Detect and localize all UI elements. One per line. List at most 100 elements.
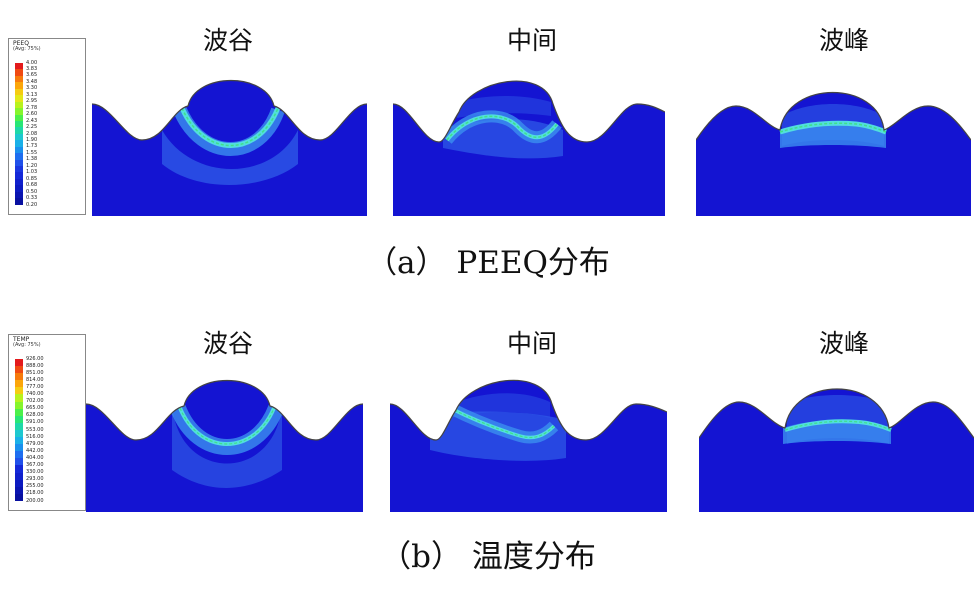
legend-value-label: 2.08 (26, 130, 38, 137)
legend-color-band (15, 178, 23, 186)
legend-color-band (15, 359, 23, 367)
legend-color-band (15, 394, 23, 402)
legend-color-band (15, 108, 23, 115)
legend-color-band (15, 366, 23, 374)
legend-color-band (15, 373, 23, 381)
legend-value-label: 2.78 (26, 104, 38, 111)
legend-color-band (15, 198, 23, 205)
legend-color-band (15, 387, 23, 395)
legend-color-band (15, 146, 23, 154)
legend-color-band (15, 133, 23, 141)
legend-value-label: 3.48 (26, 78, 38, 85)
legend-color-band (15, 479, 23, 487)
temp-panel-crest (699, 388, 974, 512)
legend-color-band (15, 401, 23, 409)
panel-title-valley: 波谷 (202, 26, 253, 55)
caption-peeq: （a） PEEQ分布 (366, 245, 610, 281)
legend-value-label: 1.73 (26, 143, 38, 150)
legend-color-band (15, 493, 23, 501)
legend-variable-name: TEMP (13, 336, 30, 343)
legend-value-label: 740.00 (26, 391, 44, 397)
legend-value-label: 814.00 (26, 376, 44, 383)
caption-temperature: （b） 温度分布 (380, 539, 596, 575)
legend-color-band (15, 451, 23, 459)
legend-value-label: 442.00 (26, 447, 44, 454)
legend-color-band (15, 127, 23, 134)
legend-value-label: 255.00 (26, 483, 44, 490)
legend-value-label: 1.90 (26, 136, 38, 143)
legend-color-band (15, 429, 23, 438)
legend-value-label: 1.20 (26, 162, 38, 169)
legend-color-band (15, 140, 23, 147)
legend-color-band (15, 408, 23, 416)
legend-color-band (15, 166, 23, 173)
legend-value-label: 2.60 (26, 111, 38, 118)
temp-panel-valley (86, 379, 363, 512)
panel-title-middle: 中间 (506, 329, 557, 358)
legend-color-band (15, 88, 23, 96)
legend-color-band (15, 63, 23, 70)
legend-color-band (15, 465, 23, 473)
legend-value-label: 851.00 (26, 369, 44, 376)
legend-color-band (15, 153, 23, 160)
legend-subtitle: (Avg: 75%) (13, 46, 41, 52)
peeq-panel-middle (393, 80, 665, 216)
legend-color-band (15, 185, 23, 192)
legend-value-label: 665.00 (26, 405, 44, 412)
legend-value-label: 0.85 (26, 175, 38, 182)
legend-value-label: 0.68 (26, 182, 38, 189)
legend-value-label: 0.50 (26, 188, 38, 195)
legend-value-label: 3.13 (26, 91, 38, 98)
legend-value-label: 553.00 (26, 426, 44, 433)
legend-value-label: 3.83 (26, 65, 38, 72)
legend-color-band (15, 75, 23, 83)
panel-title-valley: 波谷 (202, 329, 253, 358)
legend-color-band (15, 159, 23, 166)
legend-value-label: 200.00 (26, 497, 44, 504)
legend-value-label: 404.00 (26, 454, 44, 461)
legend-value-label: 218.00 (26, 490, 44, 497)
legend-variable-name: PEEQ (13, 40, 29, 47)
legend-color-band (15, 437, 23, 445)
legend-value-label: 4.00 (26, 59, 38, 66)
legend-color-band (15, 101, 23, 109)
legend-value-label: 516.00 (26, 433, 44, 440)
temp-panel-middle (390, 379, 667, 512)
legend-color-band (15, 82, 23, 89)
legend-value-label: 2.43 (26, 117, 38, 124)
legend-color-bar (15, 63, 23, 205)
legend-value-label: 330.00 (26, 469, 44, 476)
legend-color-band (15, 422, 23, 430)
peeq-panel-crest (696, 91, 971, 216)
legend-color-band (15, 380, 23, 388)
panel-title-middle: 中间 (506, 26, 557, 55)
legend-value-label: 3.30 (26, 85, 38, 92)
legend-value-label: 479.00 (26, 440, 44, 447)
legend-value-label: 888.00 (26, 362, 44, 369)
legend-value-label: 628.00 (26, 412, 44, 419)
legend-value-label: 1.55 (26, 149, 38, 156)
legend-color-band (15, 415, 23, 423)
legend-value-label: 1.38 (26, 156, 38, 163)
legend-color-band (15, 486, 23, 494)
legend-color-band (15, 114, 23, 121)
legend-value-label: 367.00 (26, 462, 44, 468)
legend-color-band (15, 472, 23, 480)
legend-color-band (15, 458, 23, 466)
panel-title-crest: 波峰 (818, 329, 869, 358)
legend-color-band (15, 172, 23, 179)
legend-value-label: 591.00 (26, 419, 44, 426)
legend-value-label: 1.03 (26, 169, 38, 176)
legend-color-band (15, 69, 23, 76)
legend-value-label: 777.00 (26, 383, 44, 390)
legend-value-label: 2.25 (26, 124, 38, 131)
legend-subtitle: (Avg: 75%) (13, 342, 41, 348)
legend-value-label: 702.00 (26, 398, 44, 405)
legend-color-band (15, 95, 23, 102)
legend-value-label: 926.00 (26, 355, 44, 362)
peeq-panel-valley (92, 79, 367, 216)
legend-value-label: 293.00 (26, 476, 44, 483)
legend-color-band (15, 120, 23, 128)
